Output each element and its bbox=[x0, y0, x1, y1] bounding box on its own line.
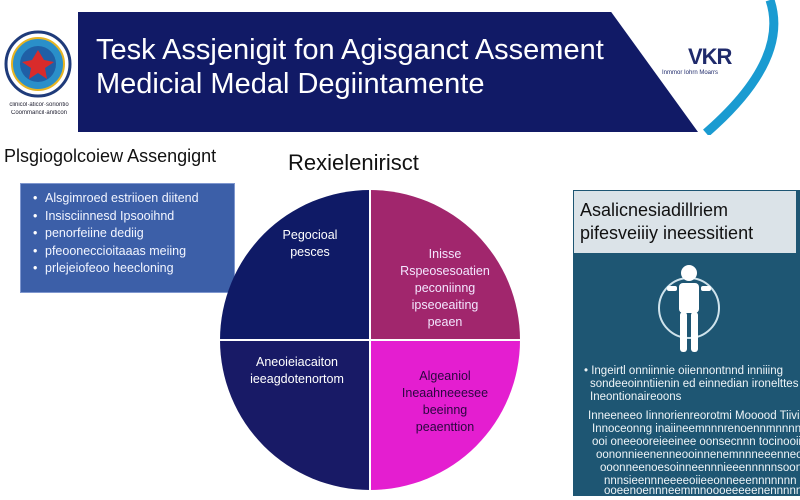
right-text-line: ooonneenoesoinneennnieeennnnnsoonn bbox=[600, 462, 800, 474]
right-logo-mark: VKR bbox=[688, 44, 732, 69]
quadrant-circle bbox=[220, 190, 520, 490]
left-section-heading: Plsgiogolcoiew Assengignt bbox=[4, 146, 217, 166]
quadrant-label-top-right: Inisse Rspeosesoatien peconiinng ipseoea… bbox=[400, 247, 490, 329]
quadrant-top-left bbox=[220, 190, 370, 340]
quadrant-top-right bbox=[370, 190, 520, 340]
right-text-line: ooi oneeooreieeinee oonsecnnn tocinooiir… bbox=[592, 436, 800, 448]
right-panel-title-line-2: pifesveiiiy ineessitient bbox=[580, 223, 754, 243]
left-logo-icon bbox=[4, 30, 72, 98]
accent-arc-icon bbox=[703, 0, 779, 135]
list-item: prlejeiofeoo heecloning bbox=[33, 260, 234, 278]
quadrant-label-top-left: Pegocioal pesces bbox=[282, 228, 338, 259]
quadrant-diagram: Pegocioal pesces Inisse Rspeosesoatien p… bbox=[210, 180, 530, 500]
right-text-line: oononnieenenneooinnenemnnneeenneooooe bbox=[596, 449, 800, 461]
quadrant-label-bottom-right: Algeaniol Ineaahneeesee beeinng peaentti… bbox=[401, 369, 489, 434]
diagram-title: Rexielenirisct bbox=[288, 150, 419, 175]
page-title-line-1: Tesk Assjenigit fon Agisganct Assement bbox=[96, 34, 604, 66]
person-figure-icon bbox=[658, 265, 720, 352]
header: Tesk Assjenigit fon Agisganct Assement M… bbox=[0, 0, 800, 135]
right-text-line: nnnsieennneeeeoiieeonneeennnnnnn bbox=[604, 475, 797, 487]
right-logo-caption: Inmmor Iohrn Moarrs bbox=[662, 70, 719, 76]
page-title-line-2: Medicial Medal Degiintamente bbox=[96, 68, 485, 100]
right-text-line: Inneeneeo Iinnorienreorotmi Mooood Tiivi bbox=[588, 410, 800, 422]
right-text-line: • Ingeirtl onniinnie oiiennontnnd inniii… bbox=[584, 365, 784, 377]
right-panel-title-box bbox=[574, 191, 796, 253]
right-text-line: Ineontionaireoons bbox=[590, 391, 682, 403]
left-logo-caption-1: clinicol·aticor·soriontio bbox=[9, 102, 69, 108]
left-bullet-box: Alsgimroed estriioen diitend Insisciinne… bbox=[20, 183, 235, 293]
left-bullet-list: Alsgimroed estriioen diitend Insisciinne… bbox=[21, 184, 234, 278]
list-item: Alsgimroed estriioen diitend bbox=[33, 190, 234, 208]
list-item: Insisciinnesd Ipsooihnd bbox=[33, 208, 234, 226]
right-text-line: Innoceonng inaiineemnnnrenoennmnnnnw bbox=[592, 423, 800, 435]
left-logo-caption-2: Coommancil·aniticon bbox=[10, 110, 68, 116]
right-text-line: ooeenoennneemmnoooeeeeenennnnnoo bbox=[604, 485, 800, 497]
header-banner bbox=[78, 12, 698, 132]
quadrant-bottom-right bbox=[370, 340, 520, 490]
list-item: penorfeiine dediig bbox=[33, 225, 234, 243]
quadrant-bottom-left bbox=[220, 340, 370, 490]
list-item: pfeooneccioitaaas meiing bbox=[33, 243, 234, 261]
right-panel-title-line-1: Asalicnesiadillriem bbox=[580, 200, 729, 220]
right-text-line: sondeeoinntiienin ed einnedian ironeltte… bbox=[590, 378, 799, 390]
quadrant-label-bottom-left: Aneoieiacaiton ieeagdotenortom bbox=[250, 355, 344, 386]
